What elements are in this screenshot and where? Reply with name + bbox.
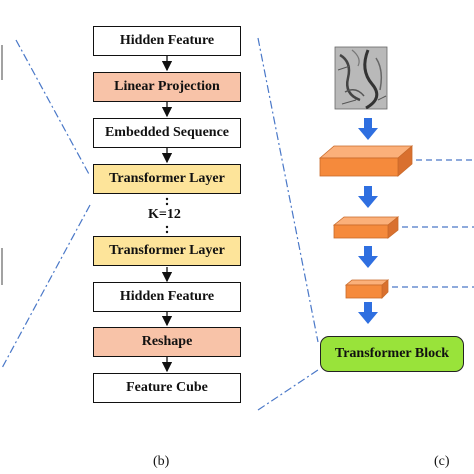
box-transformer-layer-first: Transformer Layer bbox=[93, 164, 241, 194]
box-feature-cube: Feature Cube bbox=[93, 373, 241, 403]
transformer-block: Transformer Block bbox=[320, 336, 464, 372]
feature-slab-large bbox=[318, 145, 414, 177]
box-hidden-feature-bottom: Hidden Feature bbox=[93, 282, 241, 312]
zoom-line-b-bottom bbox=[1, 204, 91, 369]
repeat-count-label: K=12 bbox=[148, 207, 181, 222]
box-reshape: Reshape bbox=[93, 327, 241, 357]
caption-b: (b) bbox=[153, 454, 170, 469]
blue-arrows-c bbox=[358, 118, 378, 324]
box-hidden-feature-top: Hidden Feature bbox=[93, 26, 241, 56]
slab-dashed-lines bbox=[392, 159, 474, 288]
repeat-dots bbox=[165, 197, 169, 234]
box-transformer-layer-last: Transformer Layer bbox=[93, 236, 241, 266]
box-linear-projection: Linear Projection bbox=[93, 72, 241, 102]
zoom-line-c-top bbox=[257, 37, 319, 343]
zoom-line-c-bottom bbox=[257, 369, 319, 411]
zoom-line-b-top bbox=[15, 39, 91, 177]
feature-slab-medium bbox=[332, 216, 400, 239]
feature-slab-small bbox=[344, 279, 390, 299]
box-embedded-sequence: Embedded Sequence bbox=[93, 118, 241, 148]
caption-c: (c) bbox=[434, 454, 450, 469]
texture-image bbox=[334, 46, 388, 110]
